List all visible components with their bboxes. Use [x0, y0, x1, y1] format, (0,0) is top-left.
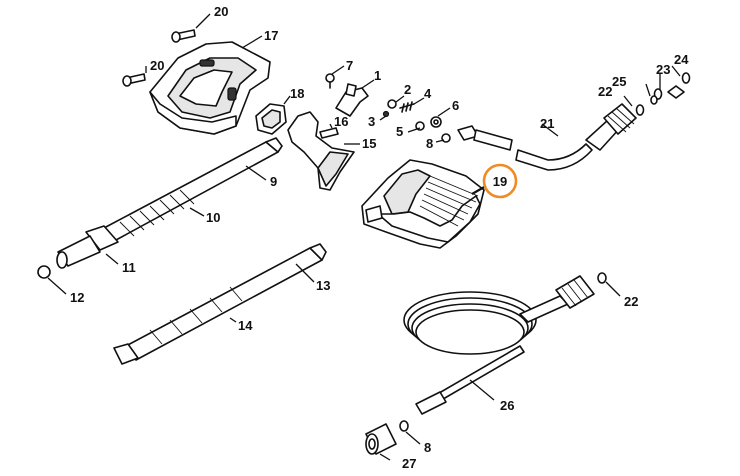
part-4-spring: [399, 101, 415, 113]
callout-17: 17: [264, 28, 278, 43]
part-15-trigger: [287, 111, 355, 191]
part-14-lance-lower: [113, 243, 327, 365]
callout-19: 19: [493, 174, 507, 189]
callout-3: 3: [368, 114, 375, 129]
callout-20-left: 20: [150, 58, 164, 73]
part-27-nut: [365, 423, 397, 455]
callout-11: 11: [122, 260, 136, 275]
part-16-pin: [319, 127, 339, 139]
part-22-o-ring-lower: [597, 272, 607, 284]
part-1-lever: [335, 83, 369, 117]
callout-20-top: 20: [214, 4, 228, 19]
callout-9: 9: [270, 174, 277, 189]
part-12-o-ring-left: [37, 265, 51, 279]
part-22-seal-upper: [635, 104, 645, 116]
callout-10: 10: [206, 210, 220, 225]
callout-21: 21: [540, 116, 554, 131]
part-6-seal: [430, 116, 442, 128]
highlight-ring-19[interactable]: [482, 163, 518, 199]
part-8-seal-lower: [399, 420, 409, 432]
callout-22-upper: 22: [598, 84, 612, 99]
part-20-screw-left: [122, 73, 146, 87]
part-20-screw-top: [171, 29, 196, 43]
part-3-ball: [382, 110, 390, 118]
callout-4: 4: [424, 86, 432, 101]
part-26-hose: [403, 275, 595, 415]
callout-27: 27: [402, 456, 416, 471]
part-25-ring: [650, 95, 658, 105]
part-24-plug: [667, 72, 691, 99]
callout-18: 18: [290, 86, 304, 101]
callout-labels: 1 2 3 4 5 6 7 8 8 9 10 11 12 13 14 15 16…: [70, 4, 689, 471]
part-18-clip: [255, 103, 287, 135]
callout-26: 26: [500, 398, 514, 413]
callout-22-lower: 22: [624, 294, 638, 309]
callout-14: 14: [238, 318, 253, 333]
part-10-lance-upper: [56, 137, 283, 269]
callout-23: 23: [656, 62, 670, 77]
callout-16: 16: [334, 114, 348, 129]
callout-8-lower: 8: [424, 440, 431, 455]
callout-2: 2: [404, 82, 411, 97]
part-19-gun-handle: [361, 159, 485, 249]
part-21-tube: [457, 103, 637, 171]
part-7-screw: [325, 73, 335, 89]
leader-19: [471, 185, 487, 195]
callout-8-upper: 8: [426, 136, 433, 151]
callout-25: 25: [612, 74, 626, 89]
callout-7: 7: [346, 58, 353, 73]
part-17-housing: [149, 41, 271, 135]
part-2-ring: [387, 99, 397, 109]
callout-12: 12: [70, 290, 84, 305]
callout-1: 1: [374, 68, 381, 83]
callout-13: 13: [316, 278, 330, 293]
callout-15: 15: [362, 136, 376, 151]
leader-lines: [47, 13, 681, 461]
callout-5: 5: [396, 124, 403, 139]
callout-6: 6: [452, 98, 459, 113]
callout-24: 24: [674, 52, 689, 67]
